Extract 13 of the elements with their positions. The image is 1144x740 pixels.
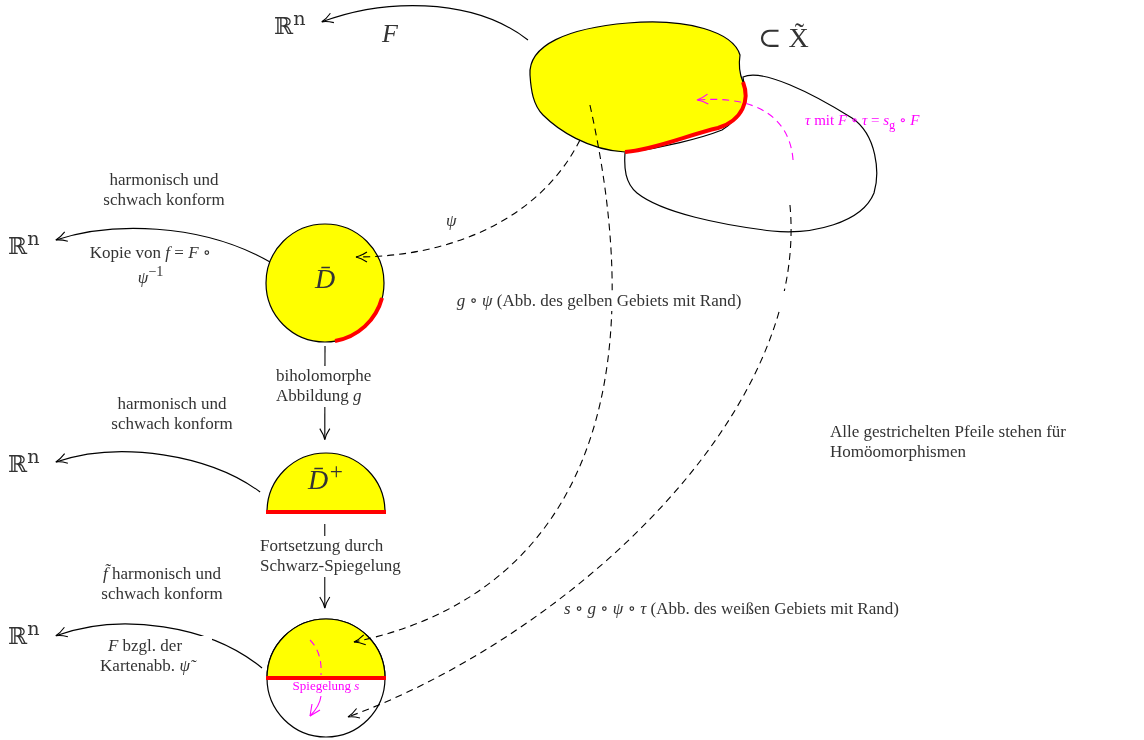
surface-region: [622, 73, 880, 235]
surface-region: [528, 20, 750, 156]
disk-shape: [266, 618, 386, 738]
space-label: ℝ$^{n}$: [8, 446, 40, 478]
set-label: ⊂ X̃: [758, 22, 809, 55]
space-label: ℝ$^{n}$: [8, 618, 40, 650]
edge-label: τ mit F ∘ τ = s$_{g}$ ∘ F: [804, 111, 921, 133]
space-label: ℝ$^{n}$: [274, 8, 306, 40]
reflection-label: Spiegelung s: [291, 679, 361, 694]
region-label: D̄: [313, 263, 337, 296]
disk-shape: [265, 223, 385, 343]
region-label: D̄$^{+}$: [306, 458, 345, 497]
space-label: ℝ$^{n}$: [8, 228, 40, 260]
